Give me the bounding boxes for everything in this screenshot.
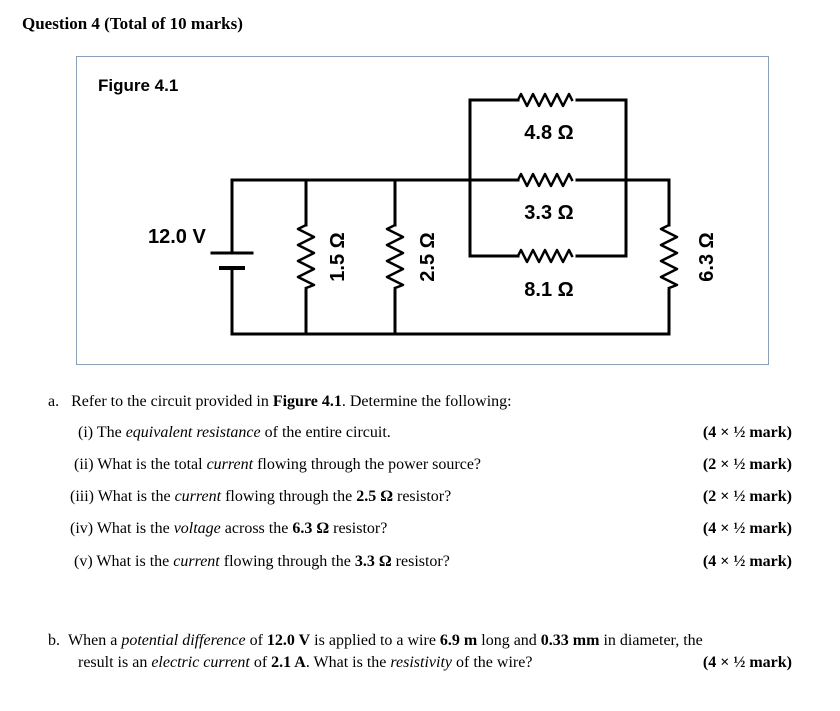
part-b-bold-value: 6.9 m — [439, 632, 478, 649]
item-text: flowing through the — [221, 488, 357, 505]
question-item: (iii) What is the current flowing throug… — [70, 488, 451, 506]
part-b-text: . What is the — [305, 654, 391, 671]
item-bold-value: 2.5 Ω — [356, 488, 393, 505]
part-a-intro: a. Refer to the circuit provided in Figu… — [48, 393, 512, 411]
item-text: flowing through the — [219, 553, 355, 570]
resistor-3-3-label: 3.3 Ω — [524, 202, 573, 224]
resistor-1-5-zigzag — [296, 223, 316, 290]
question-item: (ii) What is the total current flowing t… — [74, 456, 481, 474]
part-b-marks: (4 × ½ mark) — [702, 654, 792, 671]
item-text: resistor? — [329, 520, 388, 537]
item-emphasis: current — [206, 456, 254, 473]
item-text: (ii) What is the total — [74, 456, 207, 473]
part-b-text: of the wire? — [452, 654, 533, 671]
question-item: (v) What is the current flowing through … — [74, 553, 450, 571]
part-b-bold-value: 2.1 A — [271, 654, 306, 671]
intro-text-end: . Determine the following: — [341, 393, 512, 410]
part-b-emphasis: electric current — [151, 654, 250, 671]
resistor-2-5-label: 2.5 Ω — [417, 232, 439, 281]
item-bold-value: 6.3 Ω — [292, 520, 330, 537]
part-a-letter: a. — [48, 393, 60, 410]
resistor-6-3-zigzag — [659, 223, 679, 290]
resistor-2-5-zigzag — [385, 223, 405, 290]
question-item: (i) The equivalent resistance of the ent… — [78, 424, 391, 442]
item-text: (iv) What is the — [70, 520, 174, 537]
part-b-text: of — [245, 632, 267, 649]
item-marks: (4 × ½ mark) — [702, 424, 792, 441]
resistor-1-5-label: 1.5 Ω — [327, 232, 349, 281]
question-heading: Question 4 (Total of 10 marks) — [22, 14, 243, 33]
part-b-text: result is an — [78, 654, 152, 671]
part-b-text: of — [249, 654, 272, 671]
item-text: across the — [220, 520, 293, 537]
resistor-6-3-label: 6.3 Ω — [696, 232, 718, 281]
item-marks: (4 × ½ mark) — [702, 520, 792, 537]
item-text: resistor? — [393, 488, 452, 505]
item-emphasis: current — [173, 553, 220, 570]
intro-figure-ref: Figure 4.1 — [272, 393, 342, 410]
part-b-text: in diameter, the — [599, 632, 703, 649]
part-b-line-1: b. When a potential difference of 12.0 V… — [48, 632, 703, 650]
source-voltage-label: 12.0 V — [148, 226, 206, 248]
item-text: flowing through the power source? — [253, 456, 482, 473]
part-b-bold-value: 0.33 mm — [540, 632, 600, 649]
item-emphasis: voltage — [173, 520, 221, 537]
item-marks: (4 × ½ mark) — [702, 553, 792, 570]
item-emphasis: equivalent resistance — [125, 424, 261, 441]
item-text: resistor? — [391, 553, 450, 570]
item-text: (i) The — [78, 424, 126, 441]
resistor-8-1-zigzag — [516, 248, 574, 264]
part-b-text: is applied to a wire — [310, 632, 440, 649]
part-b-text: When a — [68, 632, 122, 649]
question-item: (iv) What is the voltage across the 6.3 … — [70, 520, 387, 538]
part-b-emphasis: resistivity — [390, 654, 453, 671]
part-b-line-2: result is an electric current of 2.1 A. … — [78, 654, 532, 672]
figure-frame — [76, 56, 769, 365]
item-marks: (2 × ½ mark) — [702, 456, 792, 473]
item-marks: (2 × ½ mark) — [702, 488, 792, 505]
item-text: (iii) What is the — [70, 488, 175, 505]
item-text: of the entire circuit. — [260, 424, 391, 441]
part-b-bold-value: 12.0 V — [266, 632, 311, 649]
part-b-letter: b. — [48, 632, 60, 649]
intro-text: Refer to the circuit provided in — [71, 393, 273, 410]
part-b-text: long and — [477, 632, 541, 649]
resistor-3-3-zigzag — [516, 172, 574, 188]
resistor-4-8-zigzag — [516, 92, 574, 108]
item-bold-value: 3.3 Ω — [354, 553, 392, 570]
item-text: (v) What is the — [74, 553, 174, 570]
resistor-4-8-label: 4.8 Ω — [524, 122, 573, 144]
resistor-8-1-label: 8.1 Ω — [524, 279, 573, 301]
part-b-emphasis: potential difference — [121, 632, 246, 649]
item-emphasis: current — [174, 488, 222, 505]
figure-title: Figure 4.1 — [98, 76, 179, 95]
